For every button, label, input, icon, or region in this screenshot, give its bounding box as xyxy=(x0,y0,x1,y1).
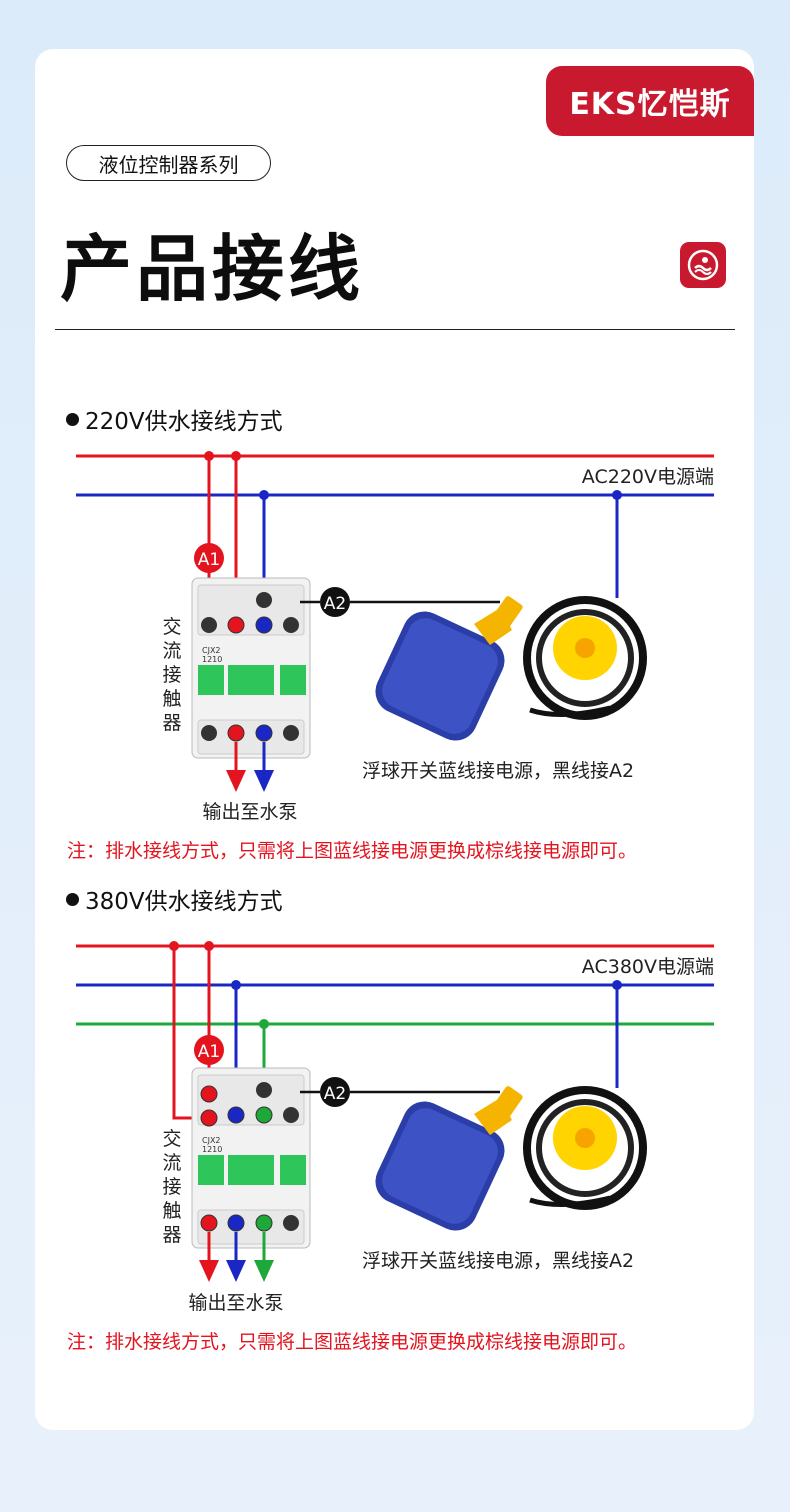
section-220v-heading-text: 220V供水接线方式 xyxy=(85,409,283,435)
wiring-diagram-220v: AC220V电源端 A1 CJX2 1210 交流接触器 xyxy=(67,451,714,862)
power-source-label: AC220V电源端 xyxy=(582,466,714,488)
bullet-icon xyxy=(66,892,79,906)
ac-contactor: CJX2 1210 xyxy=(191,1067,311,1249)
svg-text:CJX2: CJX2 xyxy=(202,646,221,655)
series-badge: 液位控制器系列 xyxy=(66,145,271,181)
section-380v-heading: 380V供水接线方式 xyxy=(66,882,283,916)
float-caption: 浮球开关蓝线接电源，黑线接A2 xyxy=(362,760,634,782)
float-caption: 浮球开关蓝线接电源，黑线接A2 xyxy=(362,1250,634,1272)
brand-logo: EKS忆恺斯 xyxy=(546,66,754,136)
output-label: 输出至水泵 xyxy=(188,1292,283,1314)
wiring-note: 注：排水接线方式，只需将上图蓝线接电源更换成棕线接电源即可。 xyxy=(67,1331,637,1353)
terminal-a2-badge: A2 xyxy=(320,587,350,617)
svg-text:A1: A1 xyxy=(198,550,220,570)
output-label: 输出至水泵 xyxy=(202,801,297,823)
contactor-label: 交流接触器 xyxy=(162,616,181,734)
section-380v-heading-text: 380V供水接线方式 xyxy=(85,889,283,915)
header-divider xyxy=(55,329,735,330)
ac-contactor: CJX2 1210 xyxy=(191,577,311,759)
terminal-a1-badge: A1 xyxy=(194,1035,224,1065)
svg-text:A1: A1 xyxy=(198,1042,220,1062)
brand-logo-text: EKS忆恺斯 xyxy=(569,87,731,122)
bullet-icon xyxy=(66,412,79,426)
section-220v-heading: 220V供水接线方式 xyxy=(66,402,283,436)
series-badge-label: 液位控制器系列 xyxy=(98,152,239,177)
svg-text:A2: A2 xyxy=(324,594,346,614)
svg-text:CJX2: CJX2 xyxy=(202,1136,221,1145)
wiring-diagram-380v: AC380V电源端 A1 CJX2 1210 交流接触器 A xyxy=(67,941,714,1353)
float-switch-image xyxy=(375,596,647,741)
terminal-a2-badge: A2 xyxy=(320,1077,350,1107)
svg-text:1210: 1210 xyxy=(202,655,222,664)
power-source-label: AC380V电源端 xyxy=(582,956,714,978)
terminal-a1-badge: A1 xyxy=(194,543,224,573)
page-title: 产品接线 xyxy=(60,227,365,311)
contactor-label: 交流接触器 xyxy=(162,1128,181,1246)
water-level-icon xyxy=(680,242,726,288)
svg-text:A2: A2 xyxy=(324,1084,346,1104)
wiring-note: 注：排水接线方式，只需将上图蓝线接电源更换成棕线接电源即可。 xyxy=(67,840,637,862)
svg-text:1210: 1210 xyxy=(202,1145,222,1154)
float-switch-image xyxy=(375,1086,647,1231)
